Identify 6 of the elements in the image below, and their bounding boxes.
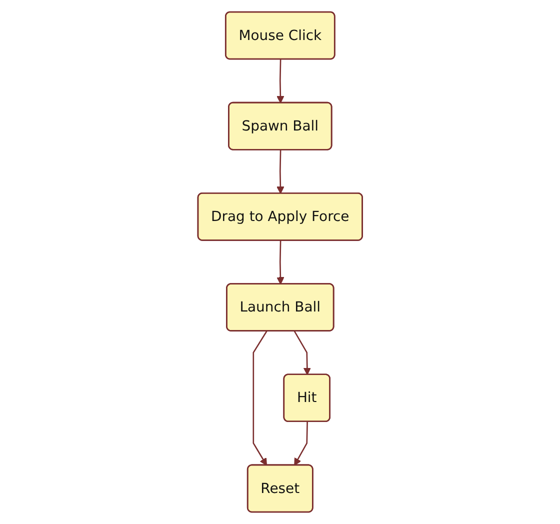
arrow [252,330,268,466]
arrow [276,59,284,104]
arrow [276,150,284,194]
arrow [276,240,284,285]
arrow [294,422,308,466]
arrow [294,330,311,376]
